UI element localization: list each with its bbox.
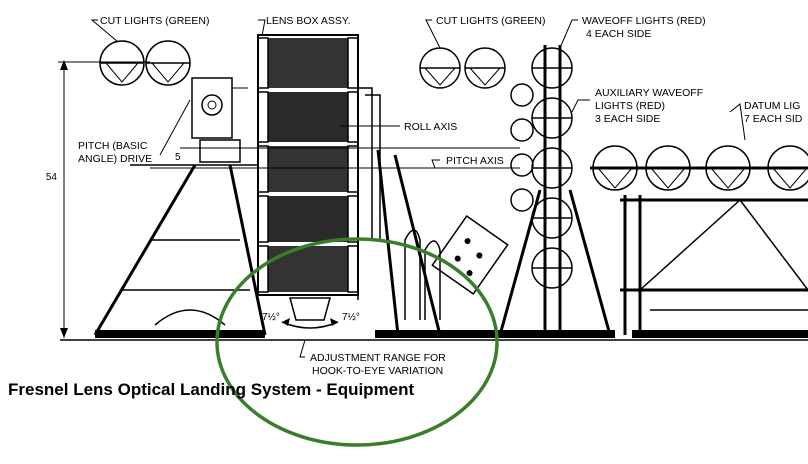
tilted-lamp-housing (431, 215, 509, 295)
pitch-offset-value: 5 (175, 152, 181, 163)
label-aux-line3: 3 EACH SIDE (595, 113, 660, 125)
label-lens-box: LENS BOX ASSY. (266, 15, 350, 27)
label-datum-line2: 7 EACH SID (744, 113, 803, 125)
left-stand (93, 164, 267, 336)
cut-lights-right (419, 47, 506, 89)
label-datum-line1: DATUM LIG (744, 100, 800, 112)
label-aux-line1: AUXILIARY WAVEOFF (595, 87, 703, 99)
label-adjustment-line2: HOOK-TO-EYE VARIATION (312, 365, 443, 377)
auxiliary-waveoff-lights (510, 83, 534, 212)
highlight-ellipse (215, 237, 499, 447)
waveoff-lights-column (498, 45, 612, 336)
pitch-drive-unit (191, 77, 248, 163)
height-value: 54 (46, 172, 58, 183)
label-waveoff-line1: WAVEOFF LIGHTS (RED) (582, 15, 706, 27)
label-cut-lights-left: CUT LIGHTS (GREEN) (100, 15, 209, 27)
angle-right-value: 7½° (342, 312, 360, 323)
figure-caption: Fresnel Lens Optical Landing System - Eq… (8, 380, 415, 399)
angle-left-value: 7½° (262, 312, 280, 323)
label-pitch-drive-line2: ANGLE) DRIVE (78, 153, 152, 165)
cut-lights-left (99, 40, 191, 86)
leader-lines (90, 19, 746, 358)
left-base-plate (95, 330, 265, 338)
right-base-plate (632, 330, 808, 338)
datum-lights-row (590, 145, 808, 191)
label-pitch-drive-line1: PITCH (BASIC (78, 140, 148, 152)
right-truss (620, 195, 808, 335)
label-waveoff-line2: 4 EACH SIDE (586, 28, 651, 40)
label-roll-axis: ROLL AXIS (404, 121, 457, 133)
label-cut-lights-right: CUT LIGHTS (GREEN) (436, 15, 545, 27)
label-aux-line2: LIGHTS (RED) (595, 100, 665, 112)
label-pitch-axis: PITCH AXIS (446, 155, 504, 167)
angle-indicator (281, 297, 339, 329)
height-dimension (58, 60, 150, 338)
label-adjustment-line1: ADJUSTMENT RANGE FOR (310, 352, 446, 364)
